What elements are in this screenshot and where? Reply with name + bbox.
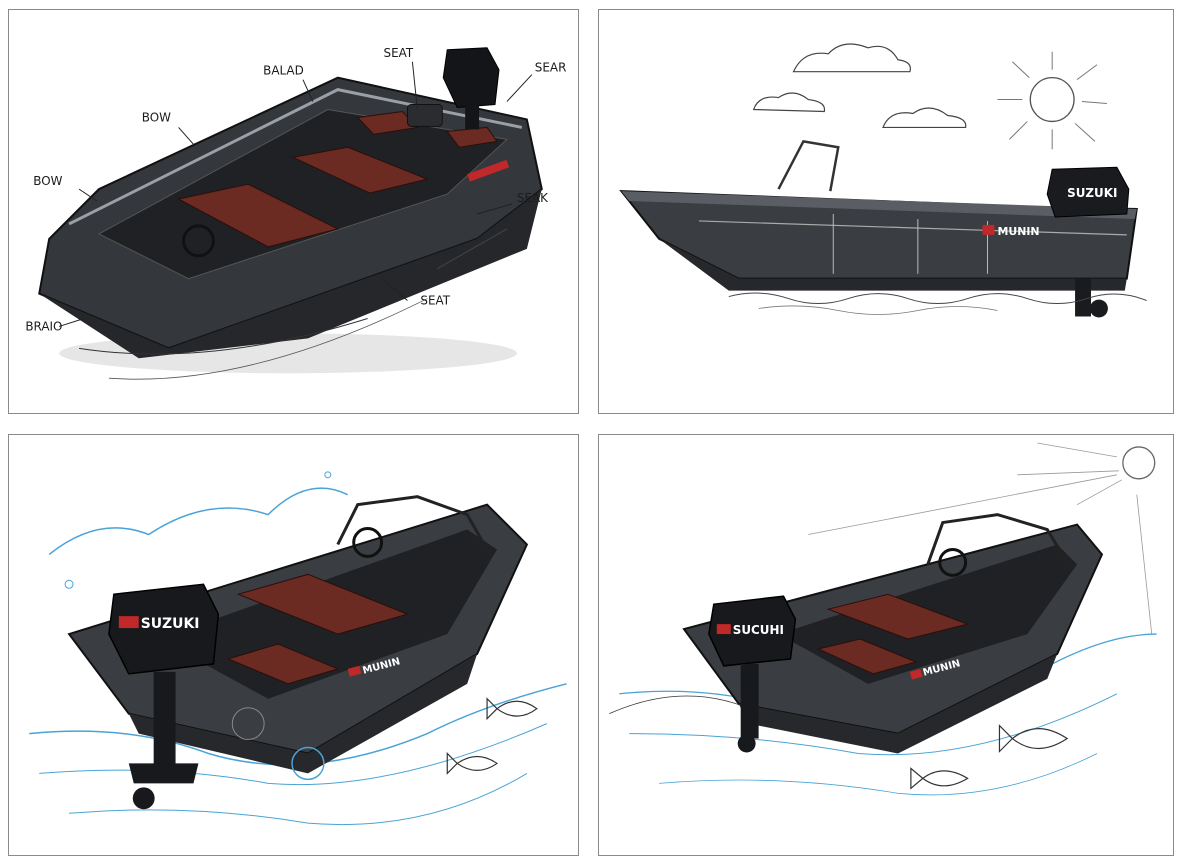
label-seak: SEAK: [517, 191, 549, 205]
motor-brand: SUCUHI: [733, 623, 784, 637]
motor-shaft: [1075, 278, 1091, 317]
windshield-frame: [336, 495, 489, 551]
label-seat-top: SEAT: [384, 46, 414, 60]
sketch-stroke: [78, 317, 368, 355]
outboard-motor: [708, 595, 797, 667]
side-profile-illustration: MUNIN SUZUKI: [619, 43, 1147, 318]
outboard-motor: [108, 583, 220, 675]
annotated-boat-illustration: SEAT BALAD SEAR BOW BOW SEAK SEAT BRAIO: [25, 46, 567, 380]
sun-rays: [808, 442, 1153, 635]
hull-line: [698, 220, 1127, 236]
water-drop: [324, 471, 332, 479]
motor-shaft: [465, 104, 480, 130]
cloud-icon: [752, 92, 826, 113]
outboard-motor: [1046, 166, 1130, 218]
hull-decal-red: [347, 665, 362, 677]
boat-interior: [97, 108, 509, 280]
cloud-icon: [792, 43, 911, 73]
seat-rear: [816, 638, 918, 675]
fish-icon: [486, 697, 538, 721]
hull-decal-red: [467, 159, 510, 182]
label-balad: BALAD: [263, 64, 304, 78]
label-bow-lower: BOW: [33, 174, 62, 188]
lower-unit: [128, 763, 199, 784]
motor-brand: SUZUKI: [1067, 186, 1117, 200]
seat-middle: [291, 146, 429, 194]
propeller-icon: [1089, 299, 1108, 318]
sketch-panel-side-profile: MUNIN SUZUKI: [598, 9, 1174, 414]
steering-wheel-icon: [352, 527, 384, 558]
water-waves: [758, 305, 998, 315]
callout-line: [59, 317, 85, 327]
callout-line: [476, 203, 513, 215]
motor-shaft: [740, 663, 759, 739]
fish-icon: [998, 724, 1069, 753]
motor-shaft: [153, 671, 176, 767]
water-drop: [64, 579, 74, 589]
label-sear: SEAR: [535, 61, 567, 75]
cloud-icon: [882, 107, 967, 129]
hull-side-shadow: [128, 653, 478, 774]
gunwale: [68, 88, 523, 226]
sketch-stroke: [108, 298, 428, 380]
water-waves: [728, 292, 1147, 305]
windshield: [777, 139, 840, 192]
steering-wheel-icon: [938, 547, 968, 577]
gunwale-strip: [621, 191, 1137, 219]
steering-wheel-icon: [182, 224, 215, 258]
water-splash: [69, 772, 528, 826]
console-box: [406, 104, 443, 127]
hull-decal: MUNIN: [997, 225, 1039, 238]
hull-decal-red: [909, 669, 923, 680]
water-wake: [659, 753, 1098, 796]
sun-icon: [1122, 446, 1156, 480]
fish-icon: [910, 767, 969, 790]
callout-line: [411, 61, 418, 110]
gear-icon: [291, 746, 325, 781]
seat-middle: [826, 593, 970, 640]
stern-view-illustration: MUNIN SUZUKI: [29, 471, 567, 826]
motor-brand: SUZUKI: [141, 616, 200, 632]
sketch-panel-stern-wake: MUNIN SUCUHI: [598, 434, 1174, 856]
fish-icon: [446, 752, 499, 775]
water-splash: [48, 487, 349, 556]
motor-decal-red: [118, 616, 139, 629]
hull-decal-red: [982, 224, 995, 235]
propeller-icon: [737, 734, 756, 753]
hull-side-shadow: [738, 653, 1058, 754]
motor-decal-red: [716, 624, 731, 635]
windshield-frame: [926, 513, 1069, 565]
seat-rear: [226, 643, 340, 685]
label-braio: BRAIO: [25, 319, 62, 333]
label-seat-bottom: SEAT: [420, 294, 450, 308]
sketch-stroke: [437, 228, 508, 270]
hull-side-shadow: [39, 189, 542, 359]
label-bow-upper: BOW: [142, 110, 171, 124]
callout-line: [382, 278, 408, 301]
sun-rays: [997, 51, 1107, 150]
outboard-motor: [442, 47, 500, 109]
stern-wake-illustration: MUNIN SUCUHI: [609, 442, 1157, 796]
seat-rear: [356, 110, 419, 135]
callout-line: [302, 79, 314, 102]
sketch-panel-annotated-boat: SEAT BALAD SEAR BOW BOW SEAK SEAT BRAIO: [8, 9, 579, 414]
callout-line: [506, 74, 533, 102]
seat-front: [177, 183, 340, 248]
propeller-icon: [132, 787, 155, 810]
water-splash: [39, 723, 547, 786]
callout-line: [78, 188, 98, 202]
sun-icon: [1029, 77, 1075, 123]
seat-middle: [236, 573, 409, 635]
gear-icon: [231, 707, 265, 741]
callout-line: [178, 127, 194, 145]
sketch-panel-stern-splash: MUNIN SUZUKI: [8, 434, 579, 856]
